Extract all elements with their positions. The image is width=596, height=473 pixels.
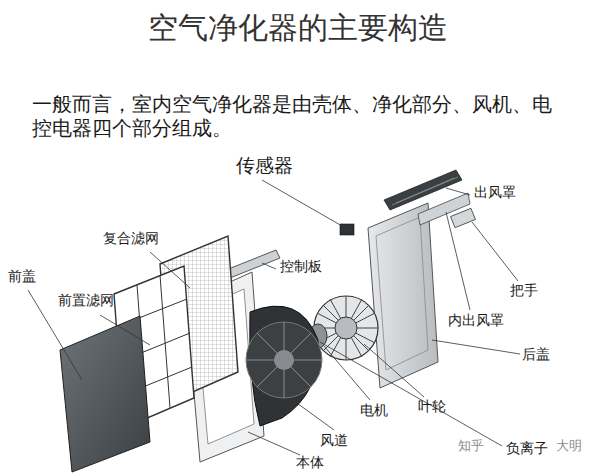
watermark: 大明 <box>556 438 582 454</box>
part-label: 负离子 <box>506 440 548 457</box>
part-label: 风道 <box>320 432 348 449</box>
intro-text: 一般而言，室内空气净化器是由壳体、净化部分、风机、电控电器四个部分组成。 <box>32 92 562 140</box>
diagram-title: 空气净化器的主要构造 <box>0 10 596 46</box>
part-label: 出风罩 <box>474 184 516 201</box>
part-label: 后盖 <box>522 346 550 363</box>
part-label: 前置滤网 <box>58 292 114 309</box>
part-label: 内出风罩 <box>448 312 504 329</box>
part-label: 前盖 <box>8 268 36 285</box>
part-label: 把手 <box>510 282 538 299</box>
part-label: 电机 <box>360 402 388 419</box>
watermark: 知乎 <box>458 438 484 454</box>
part-label: 传感器 <box>236 154 293 177</box>
part-label: 复合滤网 <box>103 230 159 247</box>
part-label: 控制板 <box>280 258 322 275</box>
part-label: 本体 <box>296 454 324 471</box>
part-label: 叶轮 <box>418 398 446 415</box>
